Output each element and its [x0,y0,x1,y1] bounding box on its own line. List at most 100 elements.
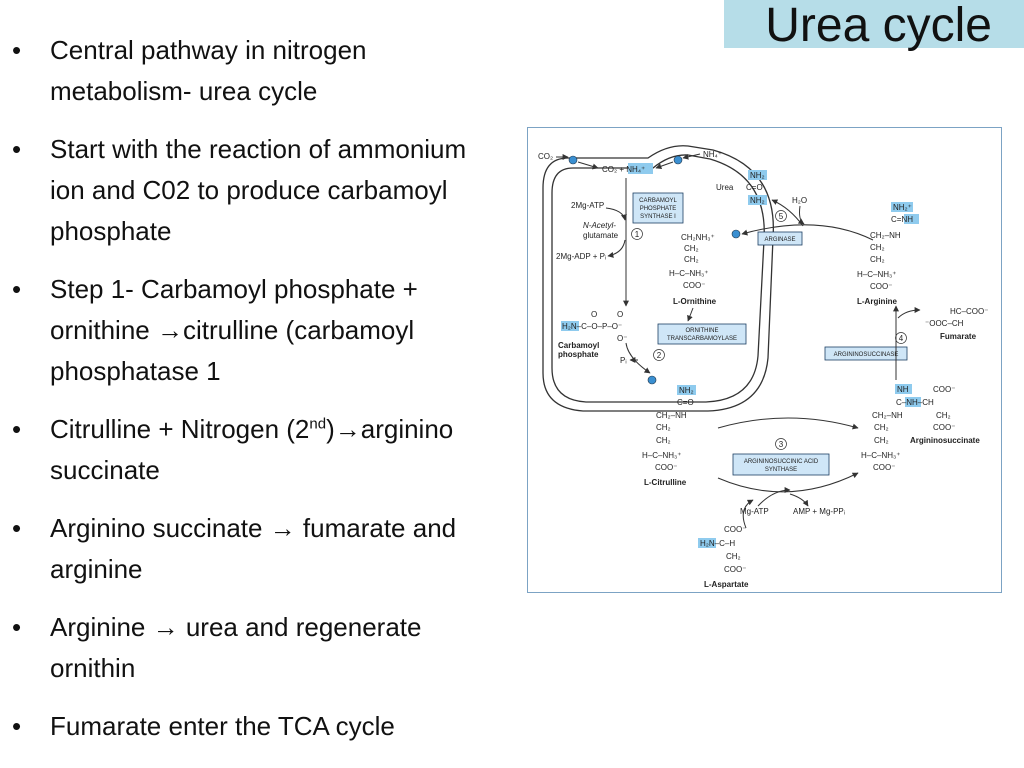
arg-line3: CH₂–NH [870,231,901,240]
ass-line2: SYNTHASE [765,467,797,473]
fumarate-label: Fumarate [940,332,977,341]
as-line4b: COO⁻ [933,423,955,432]
ass-line1: ARGININOSUCCINIC ACID [744,459,819,465]
cp-formula: H₂N–C–O–P–O⁻ [562,322,622,331]
ornithine-structure: CH₂NH₃⁺ CH₂ CH₂ H–C–NH₃⁺ COO⁻ L-Ornithin… [669,233,717,306]
bullet-text: Arginine → urea and regenerate ornithin [50,612,422,683]
bullet-text-continued: )→arginino succinate [50,414,454,485]
bullet-item: • Arginine → urea and regenerate ornithin [8,607,508,689]
nag-label-line2: glutamate [583,231,619,240]
aspartate-arrow [742,499,754,529]
bullet-text: Fumarate enter the TCA cycle [50,711,395,741]
arg-line7: COO⁻ [870,282,892,291]
nh4-highlight [628,163,653,174]
as-line3: CH₂–NH [872,411,903,420]
bullet-item: •Start with the reaction of ammonium ion… [8,129,508,252]
transporter-citrulline-icon [647,375,657,385]
bullet-text: Citrulline + Nitrogen (2 [50,414,310,444]
asp-line3: CH₂ [726,552,741,561]
asp-nh2-highlight [698,538,716,548]
otc-line1: ORNITHINE [686,328,719,334]
asp-line2: H₂N–C–H [700,539,735,548]
bullet-dot-icon: • [12,513,22,543]
asp-line4: COO⁻ [724,565,746,574]
as-line1: NH [897,385,909,394]
fumarate-release-arrow [897,307,921,319]
bullet-text: Arginino succinate → fumarate and argini… [50,513,457,584]
orn-line1: CH₂NH₃⁺ [681,233,715,242]
bullet-text: Step 1- Carbamoyl phosphate + ornithine … [50,274,418,386]
nh4-top-label: NH₄⁺ [703,150,722,159]
as-nh2-highlight [905,397,921,407]
citrulline-label: L-Citrulline [644,478,687,487]
bullet-superscript: nd [309,415,327,433]
arg-line1: NH₂⁺ [893,203,912,212]
cit-line1: NH₂ [679,386,694,395]
otc-line2: TRANSCARBAMOYLASE [667,336,737,342]
arg-line4: CH₂ [870,243,885,252]
asl-enzyme-box [824,346,908,361]
amp-label: AMP + Mg-PPᵢ [793,507,845,516]
h2o-arrow [797,205,805,225]
step1-marker-icon [631,228,643,240]
arginine-structure: NH₂⁺ C=NH CH₂–NH CH₂ CH₂ H–C–NH₃⁺ COO⁻ L… [857,202,919,306]
cps1-line2: PHOSPHATE [640,206,677,212]
cps1-line1: CARBAMOYL [639,198,677,204]
cp-oxygen-top: O [591,310,597,319]
arg-line2: C=NH [891,215,913,224]
ass-arrow [717,472,859,493]
step5-marker-icon [775,210,787,222]
bullet-item: • Central pathway in nitrogen metabolism-… [8,30,508,112]
ass-cycle-arrow [717,417,859,430]
step4-number: 4 [899,334,904,343]
bullet-text: Start with the reaction of ammonium ion … [50,134,467,246]
cp-oxygen-bottom: O⁻ [617,334,627,343]
as-line7: COO⁻ [873,463,895,472]
mitochondrion-outer-membrane [542,145,774,412]
step2-marker-icon [653,349,665,361]
cps1-line3: SYNTHASE I [640,214,676,220]
transporter-ornithine-icon [731,229,741,239]
atp-arrow [605,207,627,221]
urea-cycle-diagram: CO₂ CO₂ + NH₄⁺ NH₄⁺ 2Mg-ATP CARBAMOYL PH… [527,127,1002,593]
aspartate-structure: COO⁻ H₂N–C–H CH₂ COO⁻ L-Aspartate [698,525,749,589]
cit-line6: H–C–NH₃⁺ [642,451,682,460]
ass-enzyme-box [732,453,830,476]
otc-arrow [625,342,651,374]
bullet-dot-icon: • [12,35,22,65]
h2o-label: H₂O [792,196,807,205]
bullet-dot-icon: • [12,274,22,304]
arg-nh-highlight [904,214,919,224]
bullet-text: Central pathway in nitrogen metabolism- … [50,35,367,106]
nh4-arrow [682,153,701,160]
step5-number: 5 [779,212,784,221]
arg-line6: H–C–NH₃⁺ [857,270,897,279]
step3-marker-icon [775,438,787,450]
cit-line2: C=O [677,398,694,407]
co2-left-label: CO₂ [538,152,553,161]
arg-nh2-highlight [891,202,913,212]
as-line5: CH₂ [874,436,889,445]
orn-line4: H–C–NH₃⁺ [669,269,709,278]
bullet-item: •Fumarate enter the TCA cycle [8,706,508,747]
ornithine-label: L-Ornithine [673,297,717,306]
pi-label: Pᵢ [620,356,627,365]
mgatp-label: Mg-ATP [740,507,769,516]
asp-line1: COO⁻ [724,525,746,534]
aspartate-label: L-Aspartate [704,580,749,589]
cit-line4: CH₂ [656,423,671,432]
adp-label: 2Mg-ADP + Pᵢ [556,252,606,261]
bullet-item: • Arginino succinate → fumarate and argin… [8,508,508,590]
orn-line2: CH₂ [684,244,699,253]
arginase-enzyme-box [757,231,803,246]
step1-number: 1 [635,230,640,239]
as-line2: C–NH–CH [896,398,934,407]
bullet-dot-icon: • [12,612,22,642]
title-banner: Urea cycle [724,0,1024,52]
co2-nh4-label: CO₂ + NH₄⁺ [602,165,645,174]
bullet-list: • Central pathway in nitrogen metabolism-… [8,30,508,764]
arginase-arrow [741,224,874,241]
urea-nh2-bottom-highlight [748,195,767,205]
urea-label: Urea [716,183,734,192]
as-line3b: CH₂ [936,411,951,420]
